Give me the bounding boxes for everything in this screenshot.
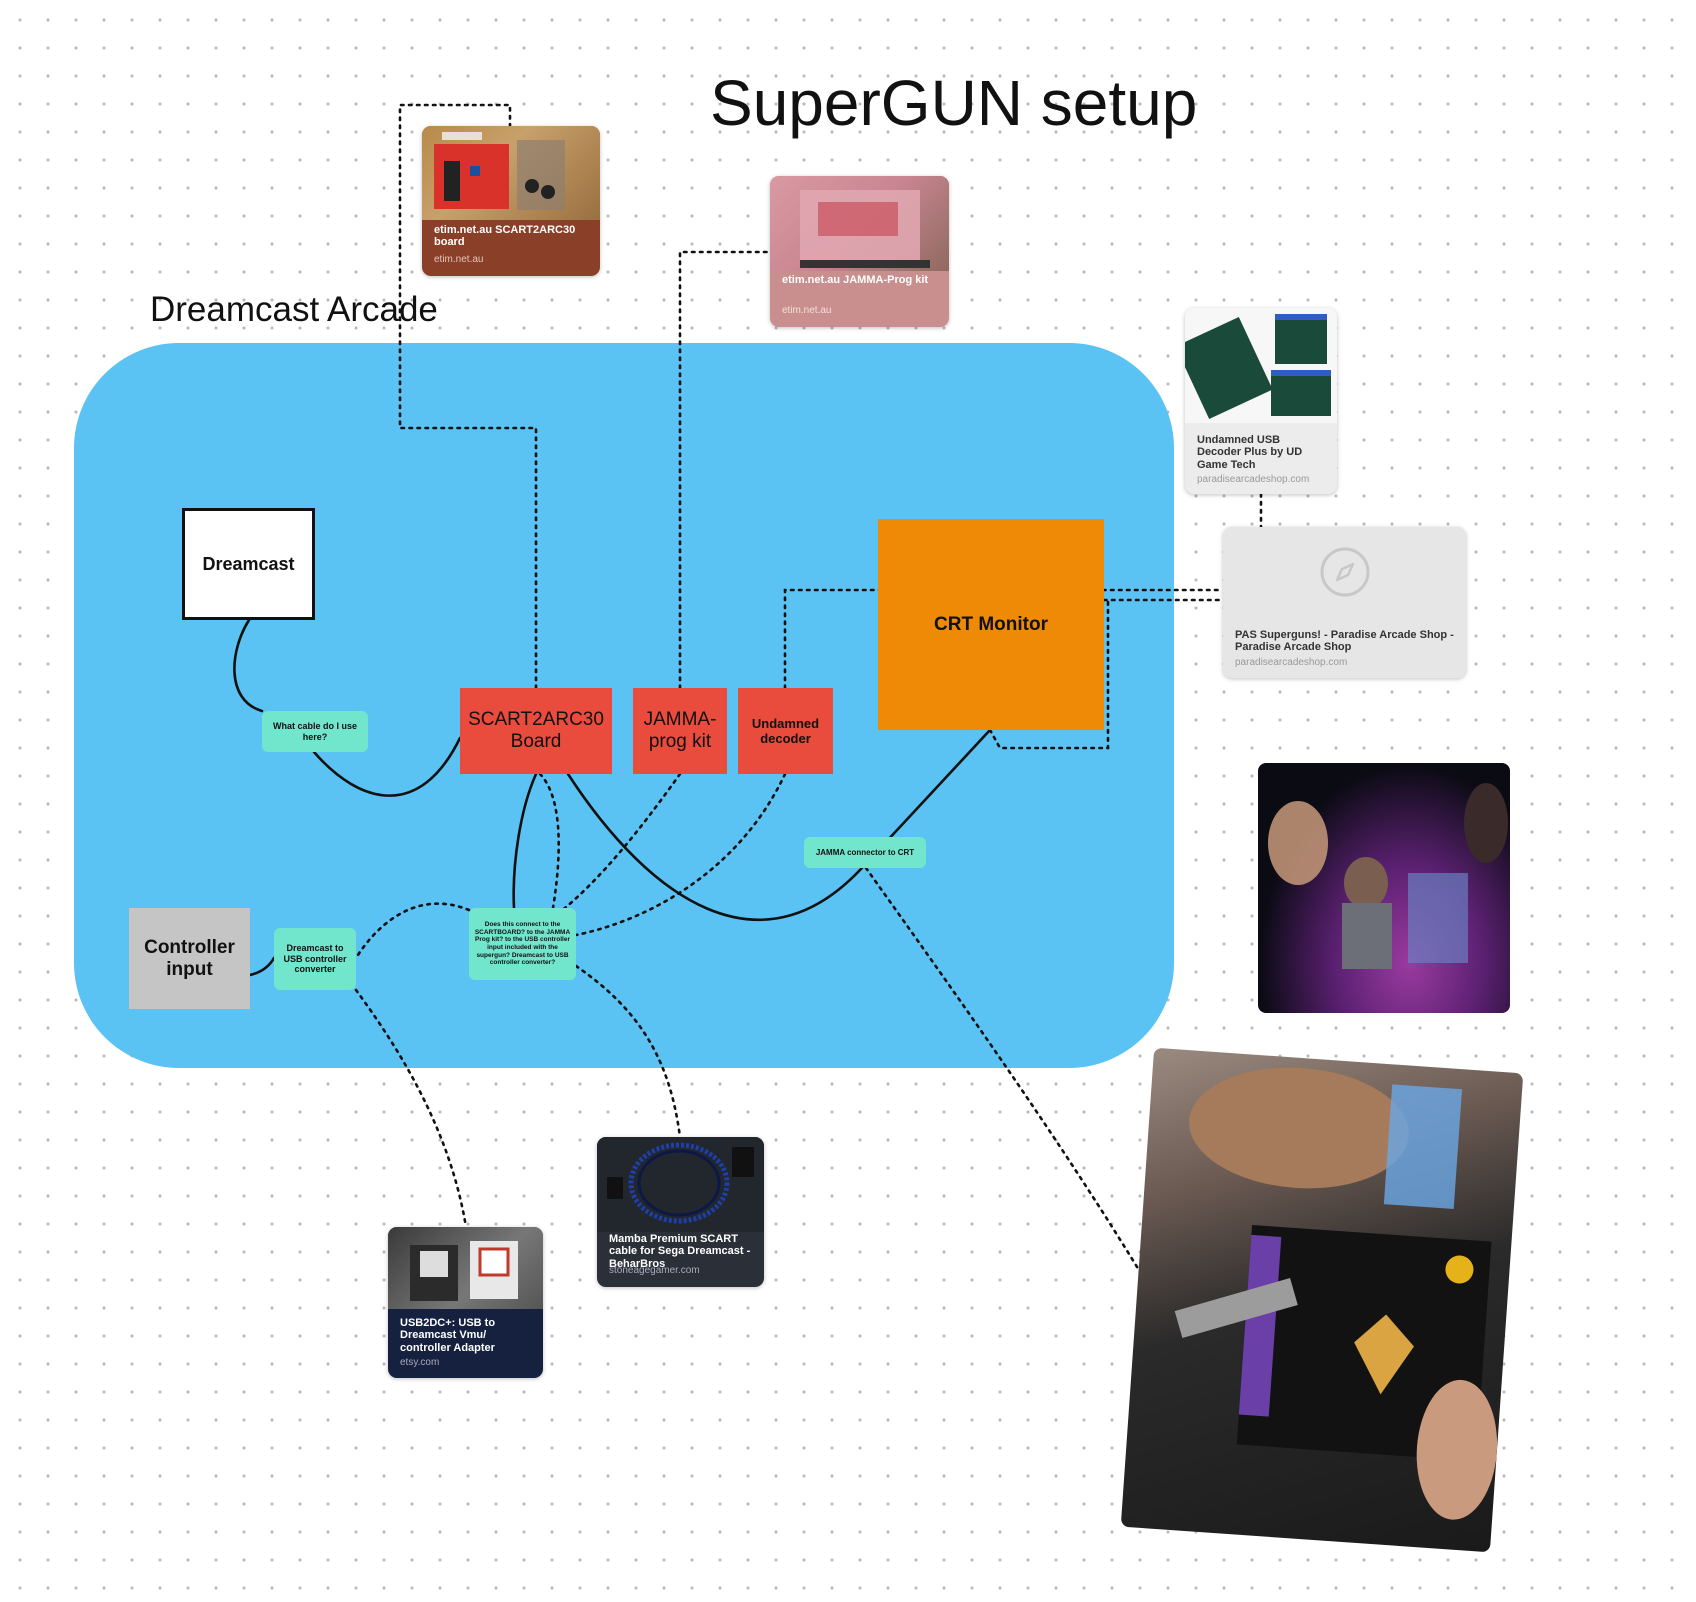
- link-card-scart[interactable]: etim.net.au SCART2ARC30 board etim.net.a…: [422, 126, 600, 276]
- link-card-mamba[interactable]: Mamba Premium SCART cable for Sega Dream…: [597, 1137, 764, 1287]
- card-thumbnail: [597, 1137, 764, 1232]
- link-card-jamma[interactable]: etim.net.au JAMMA-Prog kit etim.net.au: [770, 176, 949, 327]
- controller-input-node[interactable]: Controller input: [129, 908, 250, 1009]
- group-label: Dreamcast Arcade: [150, 290, 438, 329]
- card-caption: PAS Superguns! - Paradise Arcade Shop - …: [1235, 629, 1454, 654]
- crt-monitor-node[interactable]: CRT Monitor: [878, 519, 1104, 730]
- photo-jamma-board[interactable]: [1120, 1047, 1524, 1553]
- card-caption: etim.net.au SCART2ARC30 board: [434, 224, 576, 249]
- sticky-connect-question[interactable]: Does this connect to the SCARTBOARD? to …: [469, 908, 576, 980]
- card-thumbnail: [388, 1227, 543, 1309]
- card-domain: stoneagegamer.com: [609, 1265, 700, 1276]
- card-thumbnail: [422, 126, 600, 220]
- card-thumbnail: [1185, 308, 1337, 423]
- jamma-kit-node[interactable]: JAMMA-prog kit: [633, 688, 727, 774]
- card-caption: Undamned USB Decoder Plus by UD Game Tec…: [1197, 434, 1303, 471]
- undamned-decoder-node[interactable]: Undamned decoder: [738, 688, 833, 774]
- card-thumbnail: [770, 176, 949, 271]
- card-domain: etim.net.au: [434, 254, 484, 265]
- board-title: SuperGUN setup: [710, 67, 1198, 139]
- card-domain: paradisearcadeshop.com: [1197, 474, 1310, 485]
- card-caption: USB2DC+: USB to Dreamcast Vmu/ controlle…: [400, 1317, 496, 1354]
- sticky-cable-question[interactable]: What cable do I use here?: [262, 711, 368, 752]
- link-card-pas[interactable]: PAS Superguns! - Paradise Arcade Shop - …: [1223, 527, 1466, 678]
- photo-crowd[interactable]: [1258, 763, 1510, 1013]
- dreamcast-node[interactable]: Dreamcast: [182, 508, 315, 620]
- scart-board-node[interactable]: SCART2ARC30 Board: [460, 688, 612, 774]
- sticky-usb-converter[interactable]: Dreamcast to USB controller converter: [274, 928, 356, 990]
- card-domain: paradisearcadeshop.com: [1235, 657, 1348, 668]
- sticky-jamma-connector[interactable]: JAMMA connector to CRT: [804, 837, 926, 868]
- card-caption: etim.net.au JAMMA-Prog kit: [782, 274, 929, 286]
- link-card-undamned[interactable]: Undamned USB Decoder Plus by UD Game Tec…: [1185, 308, 1337, 494]
- card-domain: etim.net.au: [782, 305, 832, 316]
- card-caption: Mamba Premium SCART cable for Sega Dream…: [609, 1233, 751, 1270]
- card-domain: etsy.com: [400, 1357, 440, 1368]
- link-card-usb2dc[interactable]: USB2DC+: USB to Dreamcast Vmu/ controlle…: [388, 1227, 543, 1378]
- compass-icon: [1320, 547, 1370, 597]
